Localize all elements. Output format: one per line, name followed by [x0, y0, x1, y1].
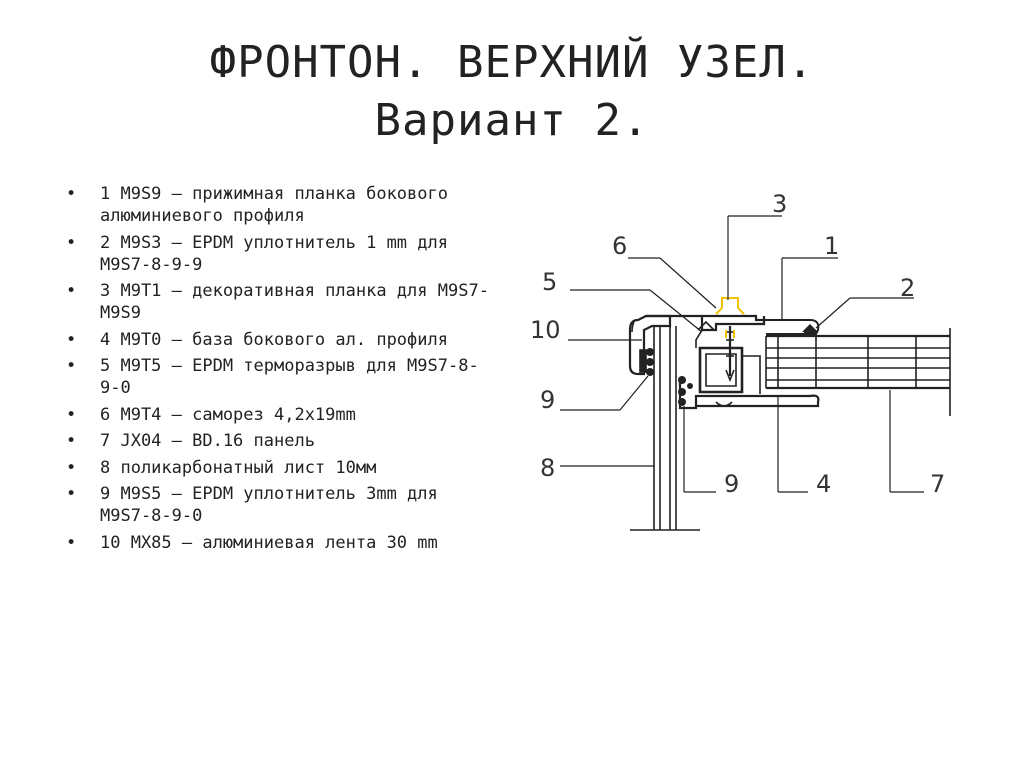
callout-8: 8 [540, 454, 555, 482]
legend-item-text: 1 M9S9 – прижимная планка бокового алюми… [100, 184, 448, 226]
legend-item: • 3 M9T1 – декоративная планка для M9S7-M… [58, 280, 498, 324]
legend-item: • 10 MX85 – алюминиевая лента 30 mm [58, 532, 498, 554]
callout-9-left: 9 [540, 386, 555, 414]
legend-item: • 7 JX04 – BD.16 панель [58, 430, 498, 452]
bullet-icon: • [66, 281, 77, 301]
epdm-gasket-lower [678, 376, 693, 406]
legend-item: • 2 M9S3 – EPDM уплотнитель 1 mm для M9S7… [58, 232, 498, 276]
callout-5: 5 [542, 268, 557, 296]
epdm-gasket-top [802, 324, 818, 336]
legend-item: • 9 M9S5 – EPDM уплотнитель 3mm для M9S7-… [58, 483, 498, 527]
self-tapping-screw [725, 326, 735, 383]
callout-2: 2 [900, 274, 915, 302]
legend-item-text: 10 MX85 – алюминиевая лента 30 mm [100, 532, 438, 553]
bullet-icon: • [66, 356, 77, 376]
decorative-strip [715, 297, 745, 338]
legend-item: • 4 M9T0 – база бокового ал. профиля [58, 329, 498, 351]
legend-item: • 6 M9T4 – саморез 4,2x19mm [58, 404, 498, 426]
callout-1: 1 [824, 232, 839, 260]
bullet-icon: • [66, 232, 77, 253]
callout-9-bottom: 9 [724, 470, 739, 498]
polycarbonate-sheet [630, 326, 700, 531]
callout-3: 3 [772, 190, 787, 218]
legend-item: • 5 M9T5 – EPDM терморазрыв для M9S7-8-9-… [58, 355, 498, 399]
legend-item-text: 3 M9T1 – декоративная планка для M9S7-M9… [100, 281, 489, 323]
base-profile [678, 346, 820, 410]
legend-item: • 1 M9S9 – прижимная планка бокового алюм… [58, 183, 498, 227]
gable-top-node-drawing: 3 6 1 5 2 10 9 8 9 4 7 [530, 190, 951, 531]
leader-lines [560, 215, 924, 493]
legend-item-text: 5 M9T5 – EPDM терморазрыв для M9S7-8-9-0 [100, 356, 479, 398]
legend-item-text: 9 M9S5 – EPDM уплотнитель 3mm для M9S7-8… [100, 484, 438, 526]
callout-6: 6 [612, 232, 627, 260]
legend-item: • 8 поликарбонатный лист 10мм [58, 457, 498, 479]
legend-item-text: 6 M9T4 – саморез 4,2x19mm [100, 404, 356, 425]
callout-10: 10 [530, 316, 561, 344]
pressure-cap [695, 316, 820, 348]
bullet-icon: • [66, 184, 77, 204]
legend-item-text: 7 JX04 – BD.16 панель [100, 431, 315, 451]
slide-title-line-1: ФРОНТОН. ВЕРХНИЙ УЗЕЛ. [209, 37, 815, 88]
slide-title-line-2: Вариант 2. [374, 95, 650, 146]
callout-4: 4 [816, 470, 831, 498]
aluminum-tape [639, 349, 647, 373]
bullet-icon: • [66, 457, 77, 478]
bullet-icon: • [66, 404, 77, 425]
callout-7: 7 [930, 470, 945, 498]
bullet-icon: • [66, 431, 77, 451]
slide-title: ФРОНТОН. ВЕРХНИЙ УЗЕЛ. Вариант 2. [0, 34, 1024, 150]
legend-item-text: 8 поликарбонатный лист 10мм [100, 457, 377, 478]
legend-item-text: 4 M9T0 – база бокового ал. профиля [100, 329, 448, 350]
polycarbonate-panel [765, 328, 951, 416]
thermal-break [697, 320, 715, 331]
bullet-icon: • [66, 329, 77, 350]
bullet-icon: • [66, 532, 77, 553]
epdm-gasket-left [646, 348, 654, 376]
parts-legend: • 1 M9S9 – прижимная планка бокового алюм… [58, 183, 498, 558]
bullet-icon: • [66, 484, 77, 504]
legend-item-text: 2 M9S3 – EPDM уплотнитель 1 mm для M9S7-… [100, 232, 448, 275]
